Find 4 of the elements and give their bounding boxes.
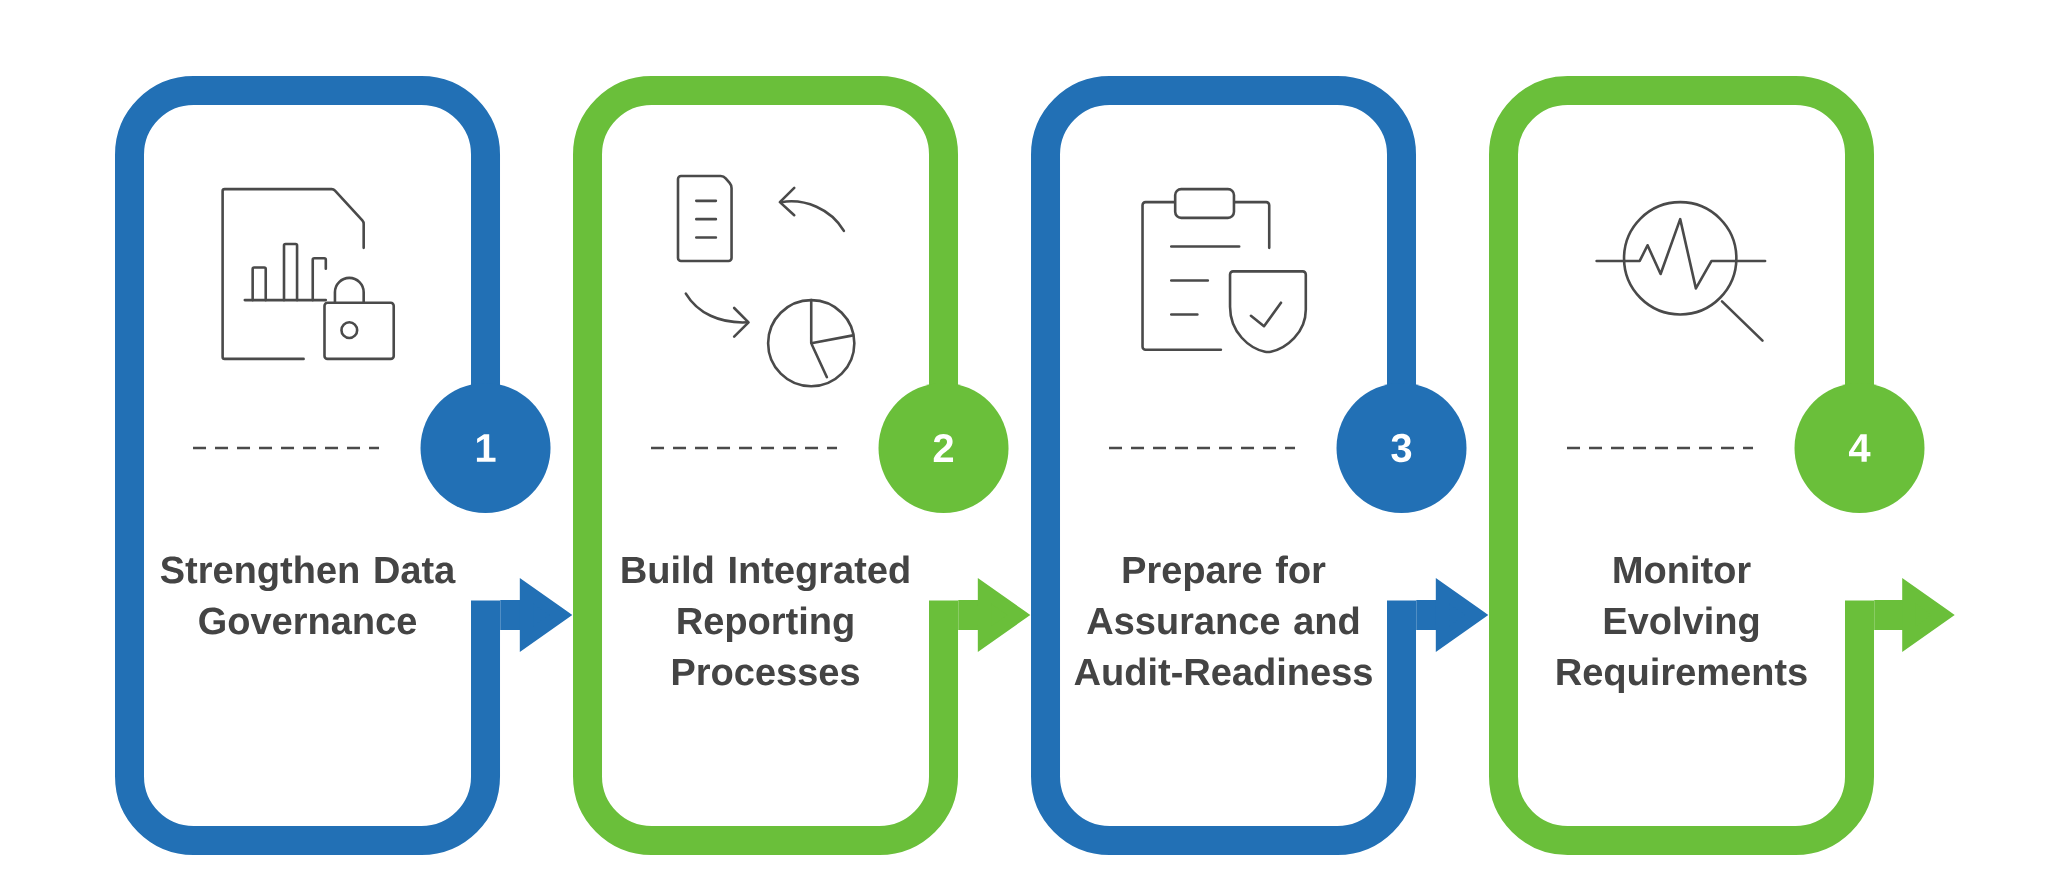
step-title: Monitor Evolving Requirements (1557, 555, 1807, 693)
step-title: Build Integrated Reporting Processes (622, 555, 909, 686)
step-title: Strengthen Data Governance (160, 555, 456, 635)
step-title: Prepare for Assurance and Audit-Readiness (1074, 555, 1372, 686)
